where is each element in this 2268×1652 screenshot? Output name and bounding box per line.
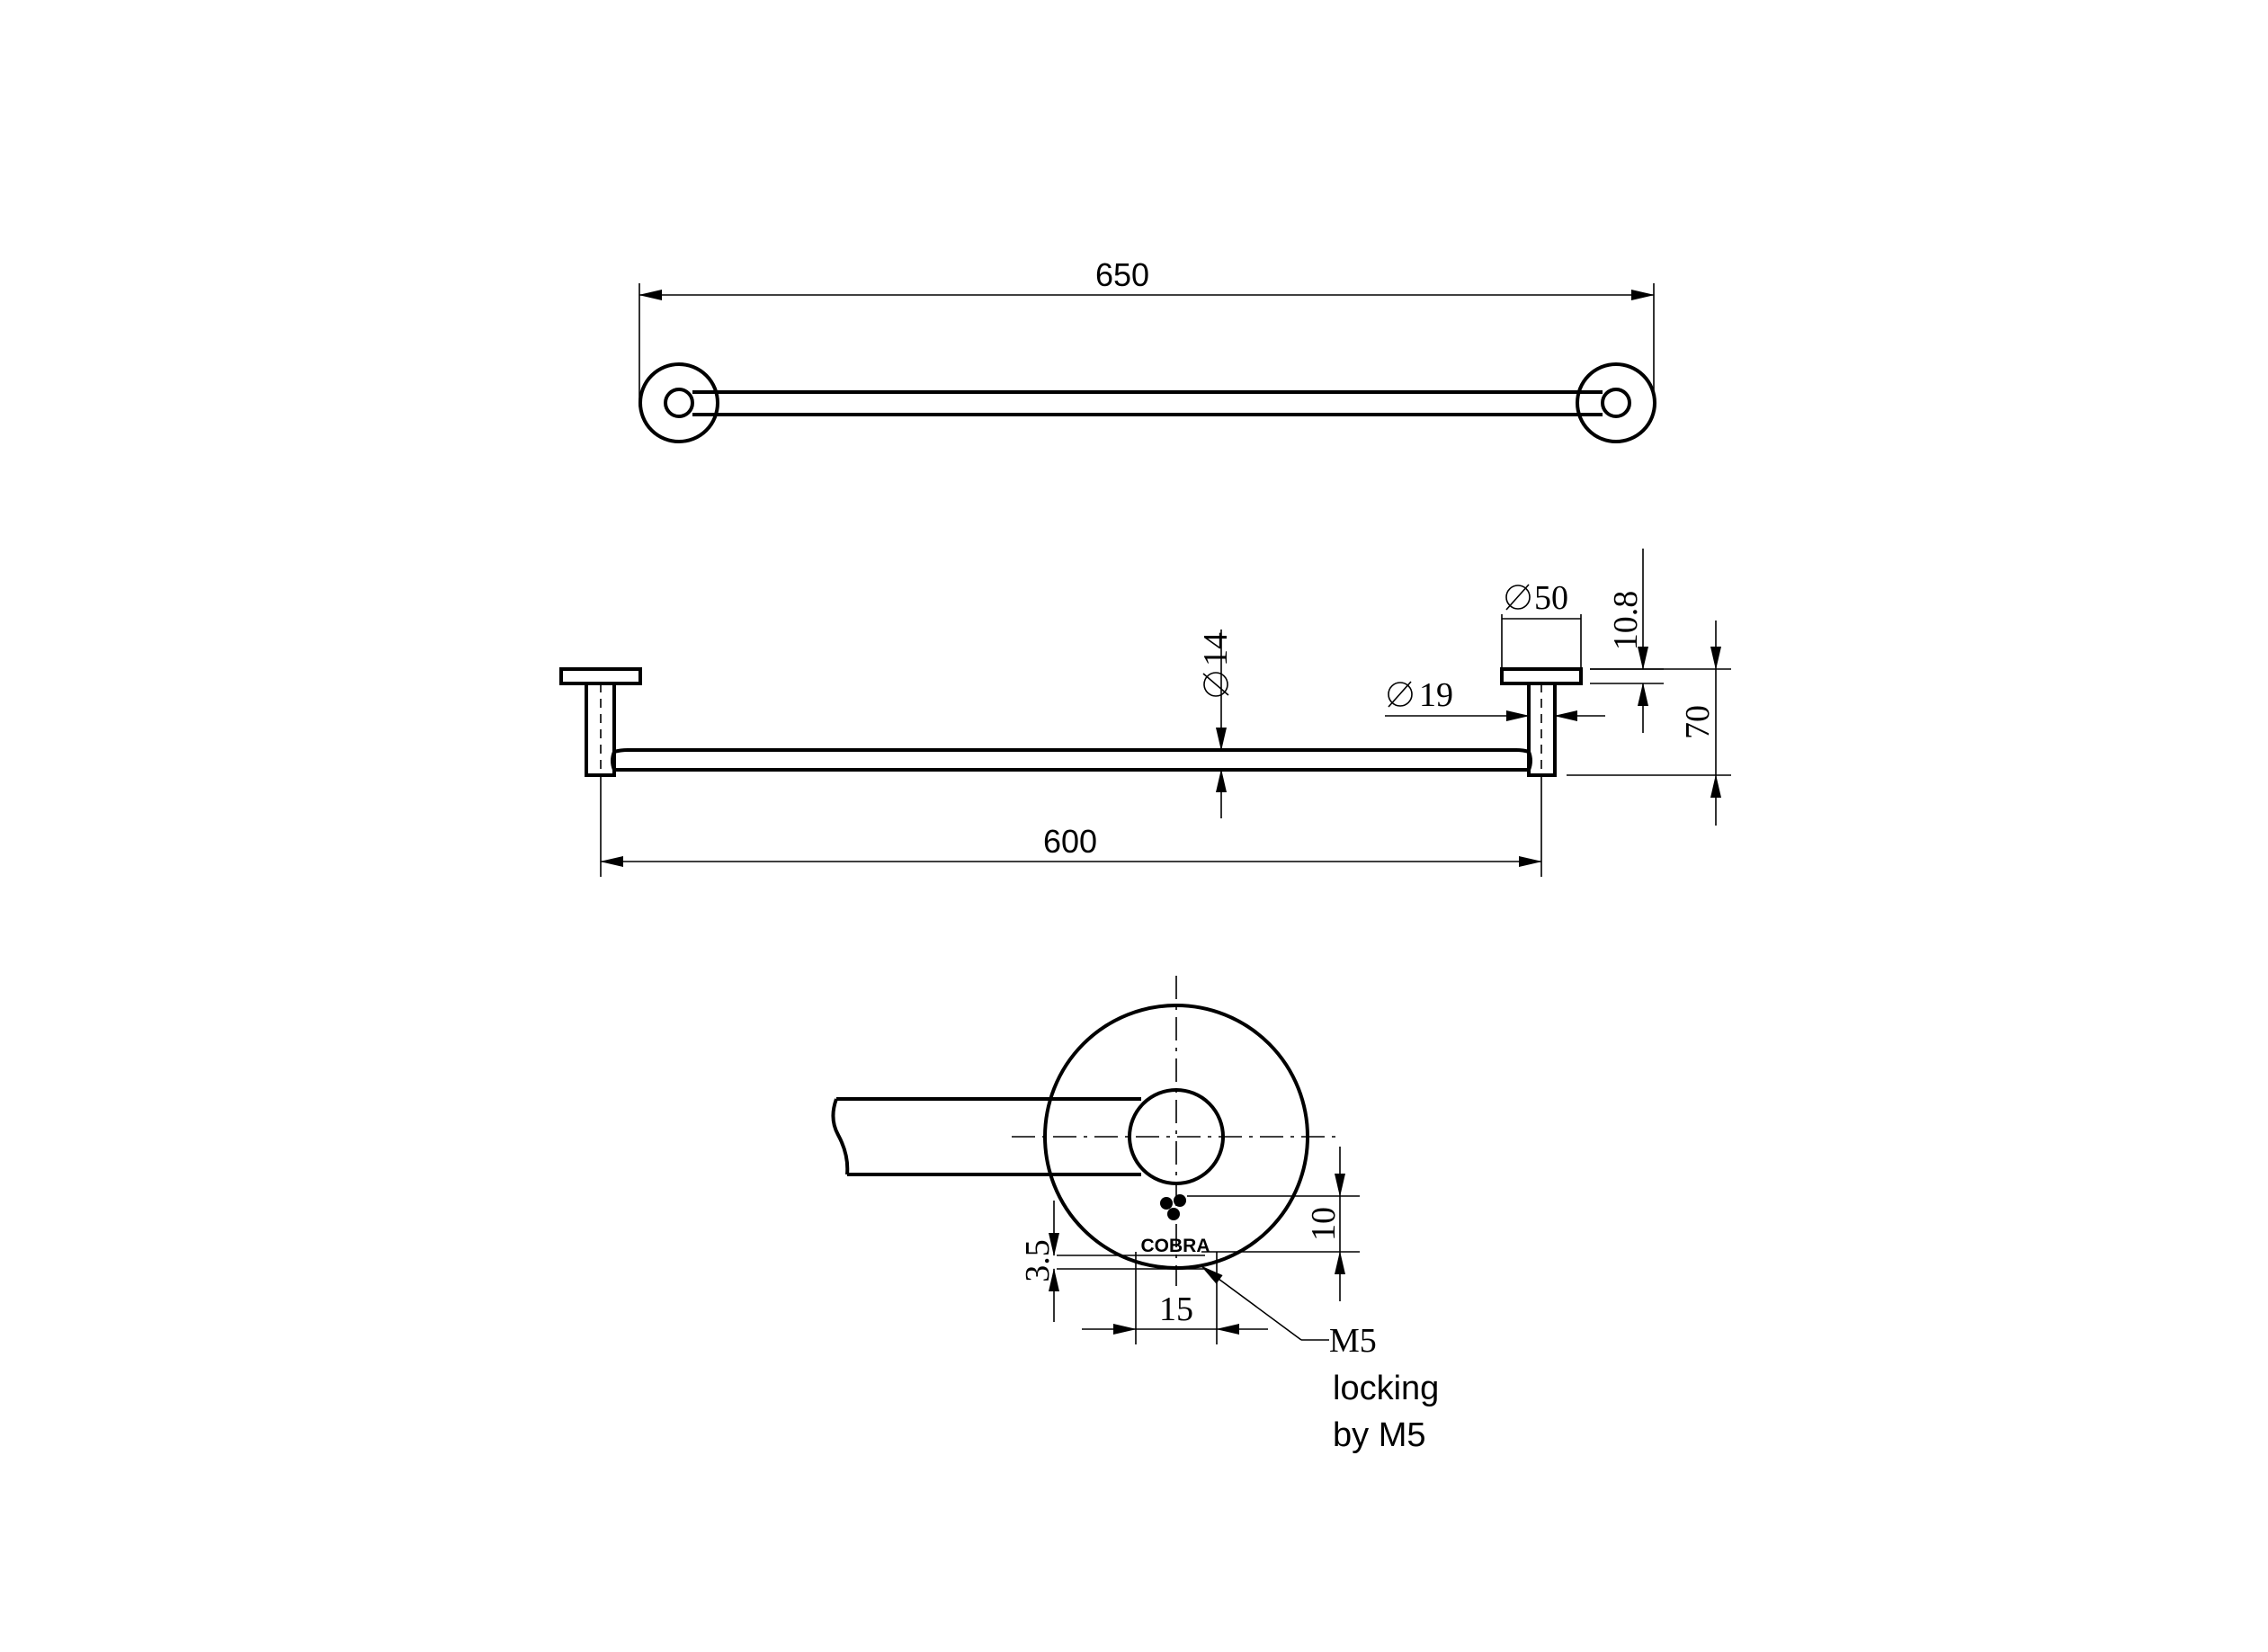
callout-locking: locking bbox=[1333, 1370, 1439, 1407]
rosette-right-side bbox=[1500, 667, 1583, 685]
dimension-offset-small: 3.5 bbox=[1019, 1239, 1057, 1282]
dimension-rosette-thickness: 10.8 bbox=[1607, 591, 1645, 651]
diameter-symbol-icon bbox=[1505, 584, 1531, 611]
post-right bbox=[1601, 388, 1631, 418]
post-left bbox=[664, 388, 694, 418]
dimension-bar-diameter-group: 14 bbox=[1197, 632, 1235, 697]
rosette-left bbox=[638, 362, 719, 443]
towel-bar-top-side bbox=[613, 748, 1530, 754]
diameter-symbol-icon bbox=[1388, 681, 1413, 708]
dimension-rosette-diameter: 50 bbox=[1534, 579, 1568, 617]
callout-by-m5: by M5 bbox=[1333, 1416, 1425, 1454]
detail-view: COBRA 10 3.5 15 M5 locking by M5 bbox=[831, 976, 1439, 1454]
bar-stub-break bbox=[831, 1098, 850, 1175]
rosette-right bbox=[1576, 362, 1656, 443]
bar-end-left bbox=[611, 751, 616, 771]
bar-end-right bbox=[1527, 751, 1532, 771]
logo-text: COBRA bbox=[1141, 1236, 1210, 1256]
dimension-screw-spacing: 15 bbox=[1159, 1290, 1193, 1328]
side-view: 600 14 50 19 bbox=[559, 549, 1731, 877]
dimension-bar-diameter: 14 bbox=[1197, 632, 1235, 666]
leader-line-m5 bbox=[1201, 1265, 1302, 1341]
dimension-projection: 70 bbox=[1679, 705, 1717, 739]
dimension-overall-length: 650 bbox=[1095, 256, 1149, 293]
top-view: 650 bbox=[638, 256, 1656, 443]
callout-m5: M5 bbox=[1329, 1322, 1377, 1360]
dimension-post-diameter: 19 bbox=[1419, 676, 1453, 714]
dimension-offset-vertical: 10 bbox=[1305, 1207, 1343, 1241]
dimension-bar-length: 600 bbox=[1043, 823, 1097, 860]
cobra-logo-icon: COBRA bbox=[1141, 1194, 1210, 1256]
rosette-left-side bbox=[559, 667, 642, 685]
diameter-symbol-icon bbox=[1202, 672, 1229, 697]
